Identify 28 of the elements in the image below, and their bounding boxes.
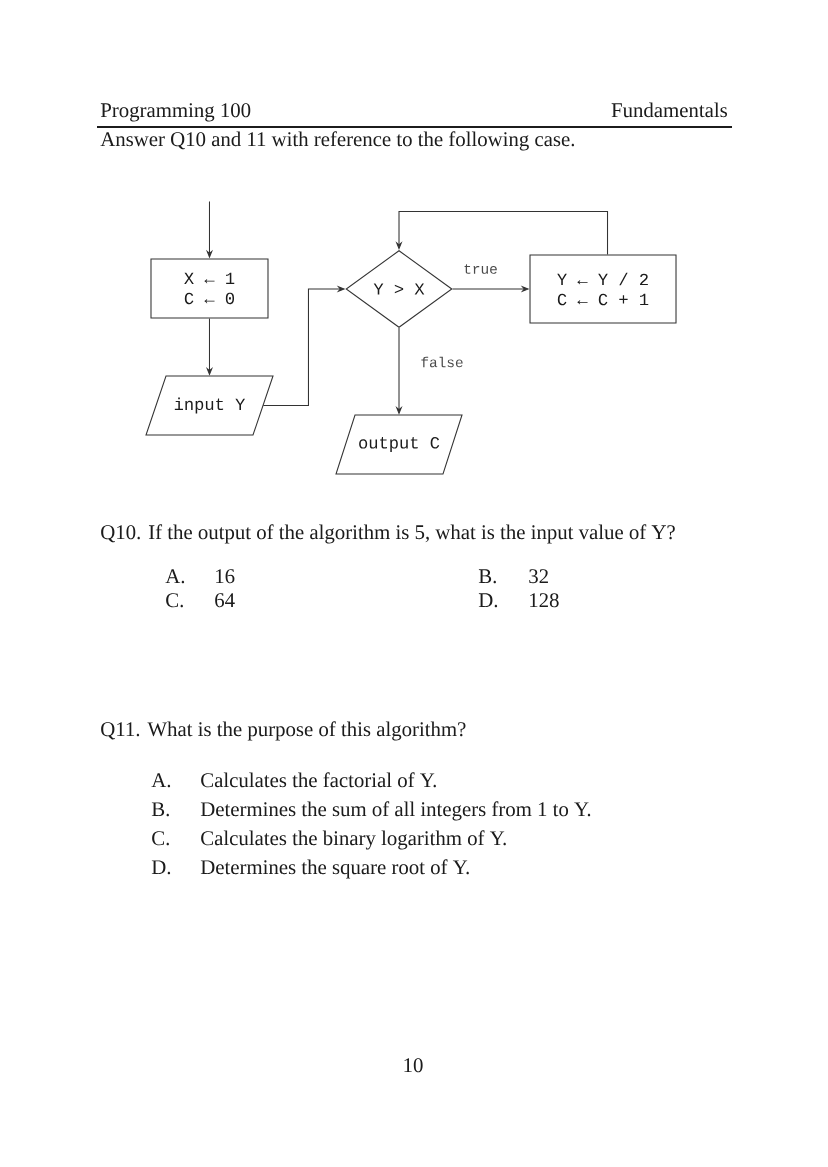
option-letter: A.: [165, 569, 185, 584]
option-text: Determines the square root of Y.: [200, 859, 469, 879]
option-text: 16: [216, 569, 235, 584]
instruction-text: Answer Q10 and 11 with reference to the following case.: [100, 131, 575, 151]
edge-label: false: [421, 356, 463, 368]
option-letter: B.: [151, 802, 169, 817]
question-text: Q11. What is the purpose of this algorithm?: [101, 721, 466, 741]
edge-label: true: [464, 264, 497, 274]
option-text: Calculates the binary logarithm of Y.: [201, 830, 506, 850]
option-text: Determines the sum of all integers from 1 to Y.: [200, 801, 591, 821]
option-text: 32: [529, 569, 548, 584]
option-letter: D.: [478, 593, 498, 608]
option-letter: B.: [478, 569, 496, 584]
question-text: Q10. If the output of the algorithm is 5, what is the input value of Y?: [101, 524, 675, 544]
process-box: X ← 1 C ← 0: [150, 258, 269, 319]
option-letter: C.: [152, 831, 169, 846]
io-parallelogram: output C: [335, 414, 463, 475]
option-text: 128: [530, 593, 559, 608]
page-number: 10: [404, 1058, 423, 1073]
process-box: Y ← Y / 2 C ← C + 1: [529, 254, 677, 324]
option-letter: D.: [151, 860, 171, 875]
header-text: Fundamentals: [611, 102, 727, 118]
option-text: 64: [215, 593, 235, 608]
option-text: Calculates the factorial of Y.: [201, 772, 436, 788]
header-text: Programming 100: [100, 103, 251, 122]
option-letter: A.: [151, 773, 171, 788]
io-parallelogram: input Y: [145, 375, 274, 436]
option-letter: C.: [166, 593, 183, 608]
